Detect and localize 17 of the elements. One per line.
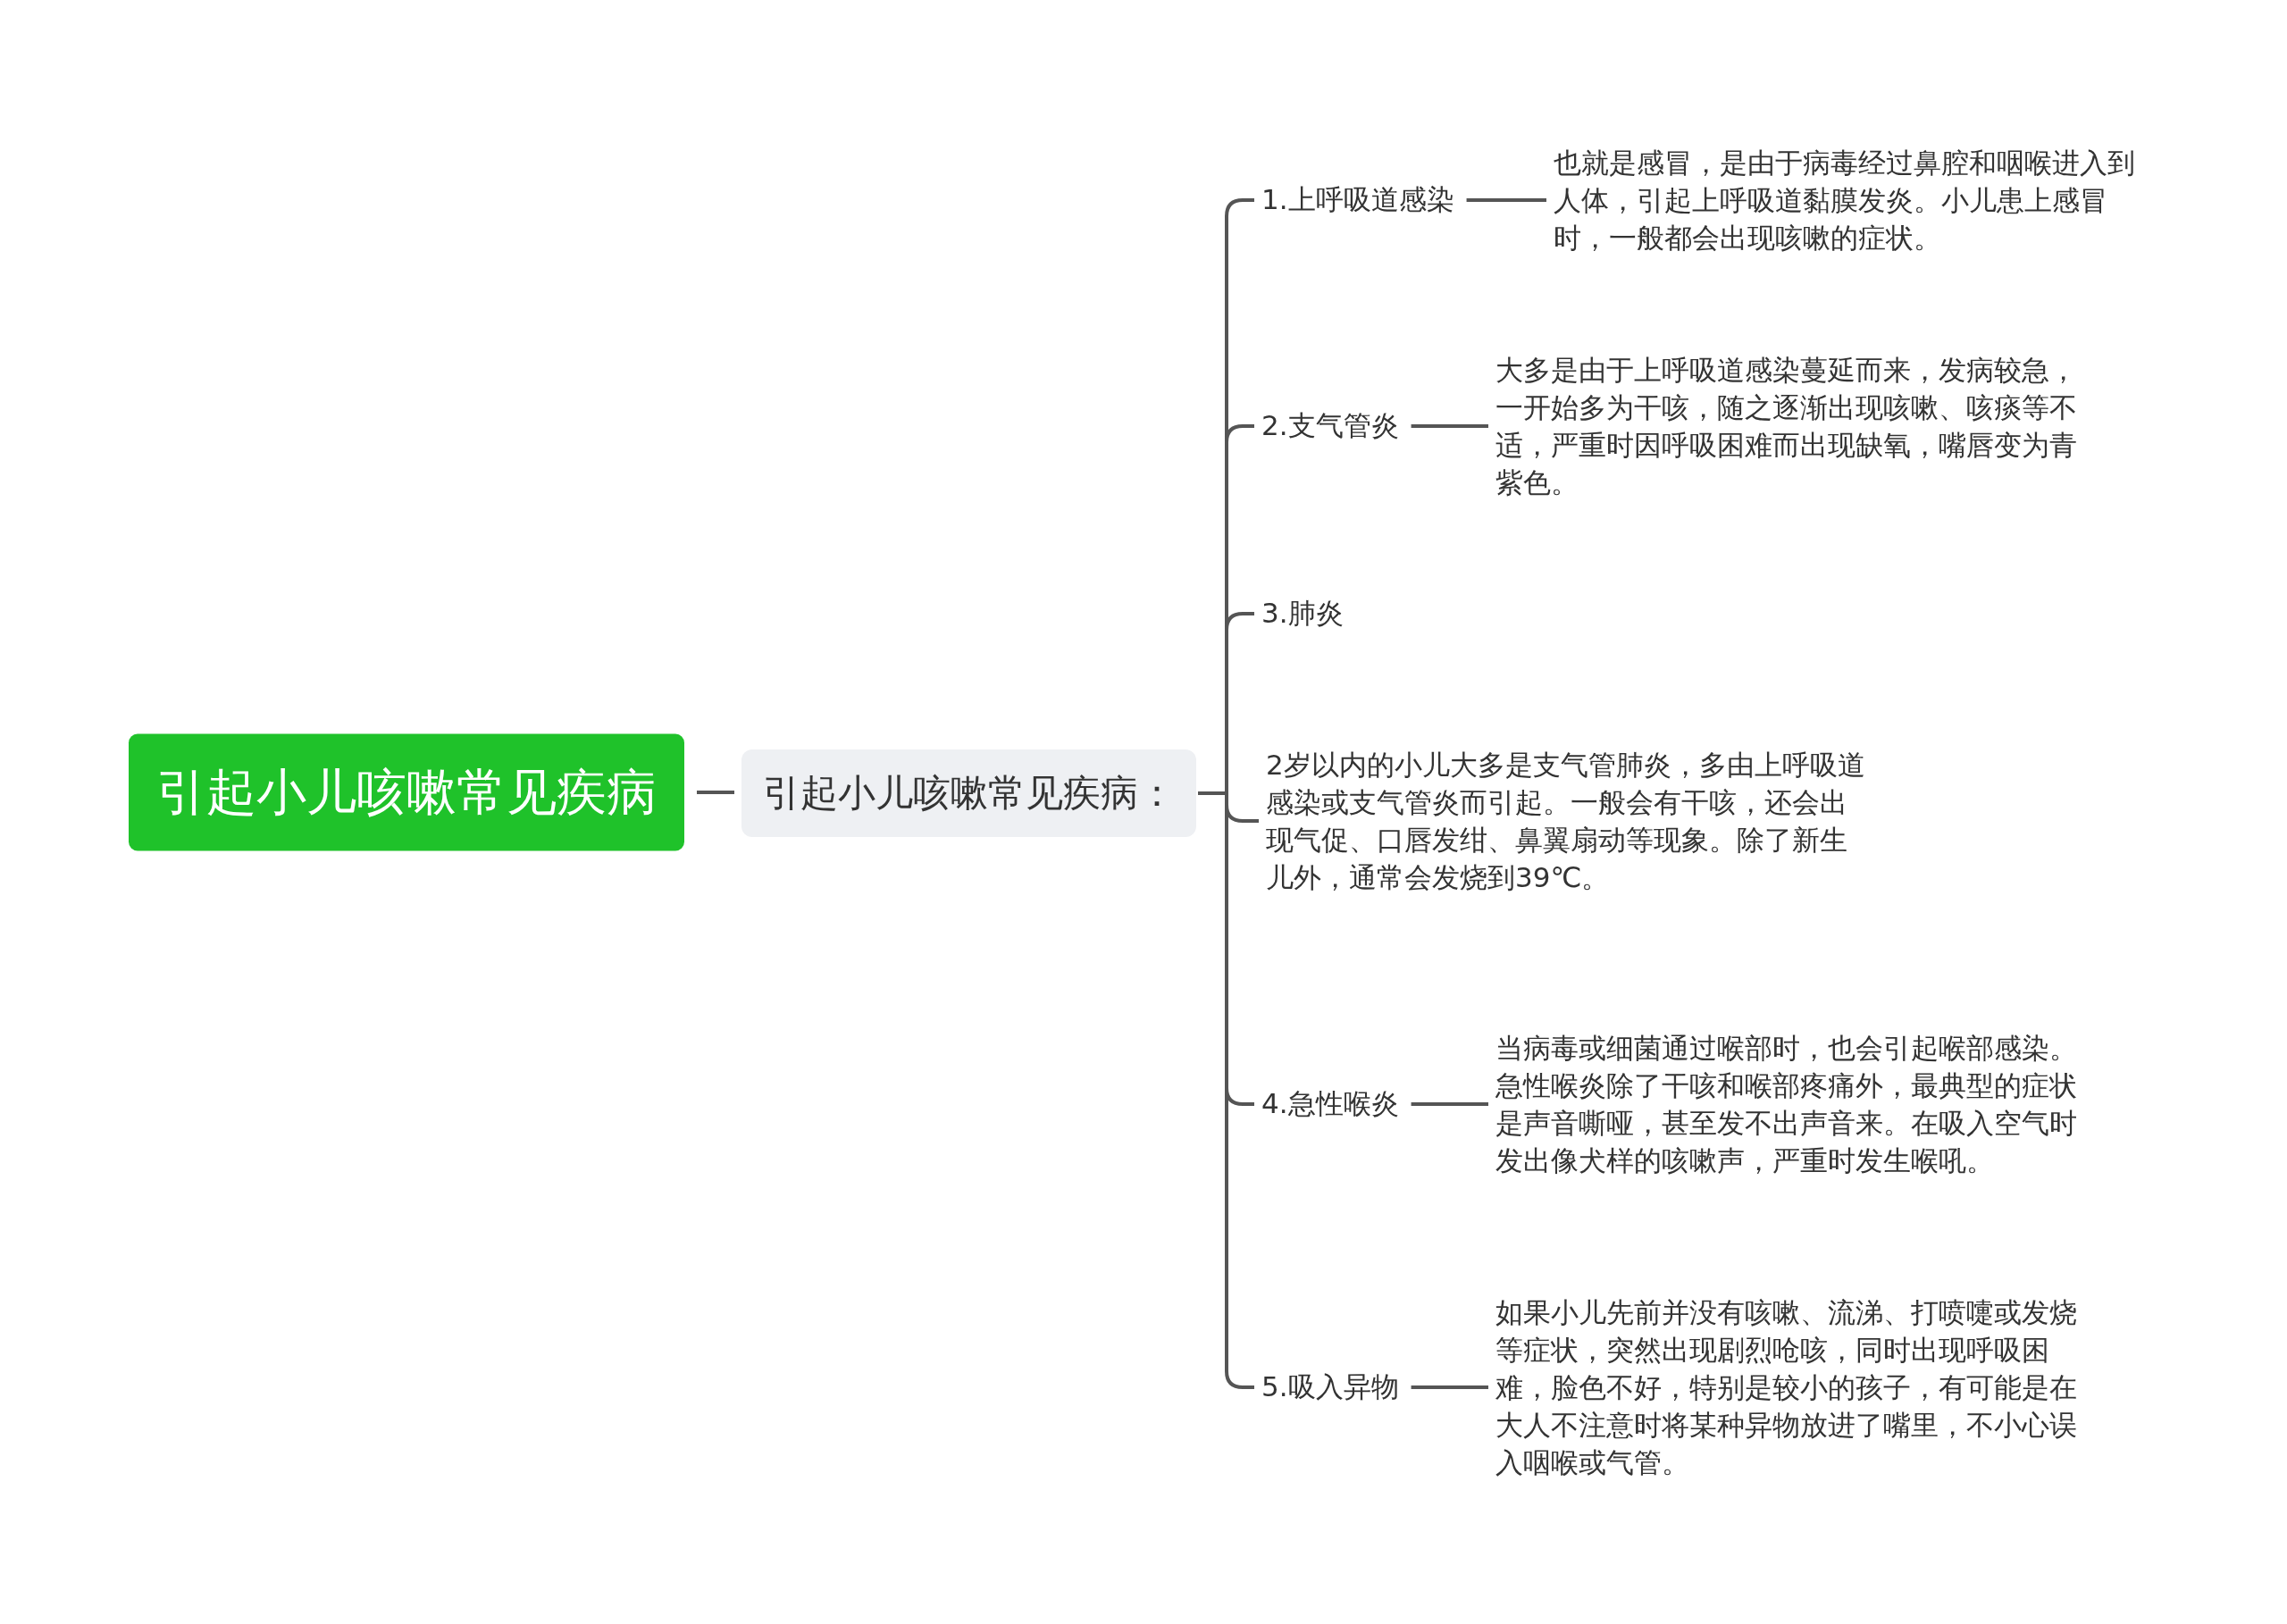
description-text: 2岁以内的小儿大多是支气管肺炎，多由上呼吸道感染或支气管炎而引起。一般会有干咳，还会出现气促、口唇发绀、鼻翼扇动等现象。除了新生儿外，通常会发烧到39℃。 (1266, 746, 1873, 896)
description-text: 大多是由于上呼吸道感染蔓延而来，发病较急，一开始多为干咳，随之逐渐出现咳嗽、咳痰等不适，严重时因呼吸困难而出现缺氧，嘴唇变为青紫色。 (1495, 351, 2103, 501)
description-text: 也就是感冒，是由于病毒经过鼻腔和咽喉进入到人体，引起上呼吸道黏膜发炎。小儿患上感冒时，一般都会出现咳嗽的症状。 (1554, 144, 2161, 256)
connector-line (1411, 1102, 1488, 1106)
description-text: 当病毒或细菌通过喉部时，也会引起喉部感染。急性喉炎除了干咳和喉部疼痛外，最典型的症状是声音嘶哑，甚至发不出声音来。在吸入空气时发出像犬样的咳嗽声，严重时发生喉吼。 (1495, 1029, 2103, 1179)
connector-line (697, 791, 734, 794)
branch-label: 5.吸入异物 (1261, 1369, 1399, 1406)
branch-label: 1.上呼吸道感染 (1261, 181, 1454, 219)
branch-label: 2.支气管炎 (1261, 407, 1399, 445)
branch-label: 3.肺炎 (1261, 595, 1344, 632)
topic-box: 引起小儿咳嗽常见疾病 (129, 733, 684, 851)
branch-label: 4.急性喉炎 (1261, 1085, 1399, 1123)
connector-line (1411, 424, 1488, 428)
subtopic-box: 引起小儿咳嗽常见疾病： (741, 749, 1196, 837)
description-text: 如果小儿先前并没有咳嗽、流涕、打喷嚏或发烧等症状，突然出现剧烈呛咳，同时出现呼吸困难，脸色不好，特别是较小的孩子，有可能是在大人不注意时将某种异物放进了嘴里，不小心误入咽喉或气管。 (1495, 1293, 2103, 1481)
connector-line (1411, 1385, 1488, 1389)
connector-line (1466, 198, 1546, 202)
